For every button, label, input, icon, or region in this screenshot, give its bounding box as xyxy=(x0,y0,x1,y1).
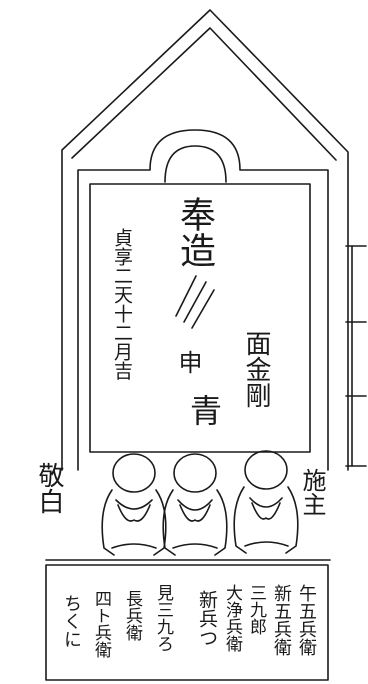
roof-inner-line xyxy=(71,27,337,161)
stone-outline xyxy=(61,9,349,471)
measure-bracket xyxy=(345,245,367,467)
donor-name: 大浄兵衛 xyxy=(222,584,242,652)
monkey-left xyxy=(101,453,167,556)
deity-name: 面金剛 xyxy=(241,330,271,408)
seimen-label: 青 xyxy=(185,394,223,426)
hatch-mark xyxy=(175,275,215,329)
left-side-text: 敬白 xyxy=(34,462,64,514)
main-title: 奉造 xyxy=(174,196,215,268)
koshin-label: 申 xyxy=(174,350,202,374)
monkey-right xyxy=(233,450,299,554)
monkey-center xyxy=(162,453,228,556)
donor-name: 四ト兵衛 xyxy=(91,590,111,658)
donor-name: 長兵衛 xyxy=(122,590,142,641)
donor-name: 新兵つ xyxy=(196,590,218,647)
donor-name: ちくに xyxy=(61,594,82,648)
inscription-panel xyxy=(89,183,311,453)
donor-name: 新五兵衛 xyxy=(271,584,292,656)
three-monkeys xyxy=(101,450,299,556)
base-block xyxy=(45,564,329,681)
donor-name: 見三九ろ xyxy=(153,584,173,652)
niche-frame xyxy=(77,129,329,471)
niche-arch-inner xyxy=(164,145,227,183)
right-side-text: 施主 xyxy=(298,468,326,516)
donor-name: 午五兵衛 xyxy=(296,584,317,656)
donor-name: 三九郎 xyxy=(246,584,266,635)
date-inscription: 貞享二天十二月吉 xyxy=(111,228,133,380)
